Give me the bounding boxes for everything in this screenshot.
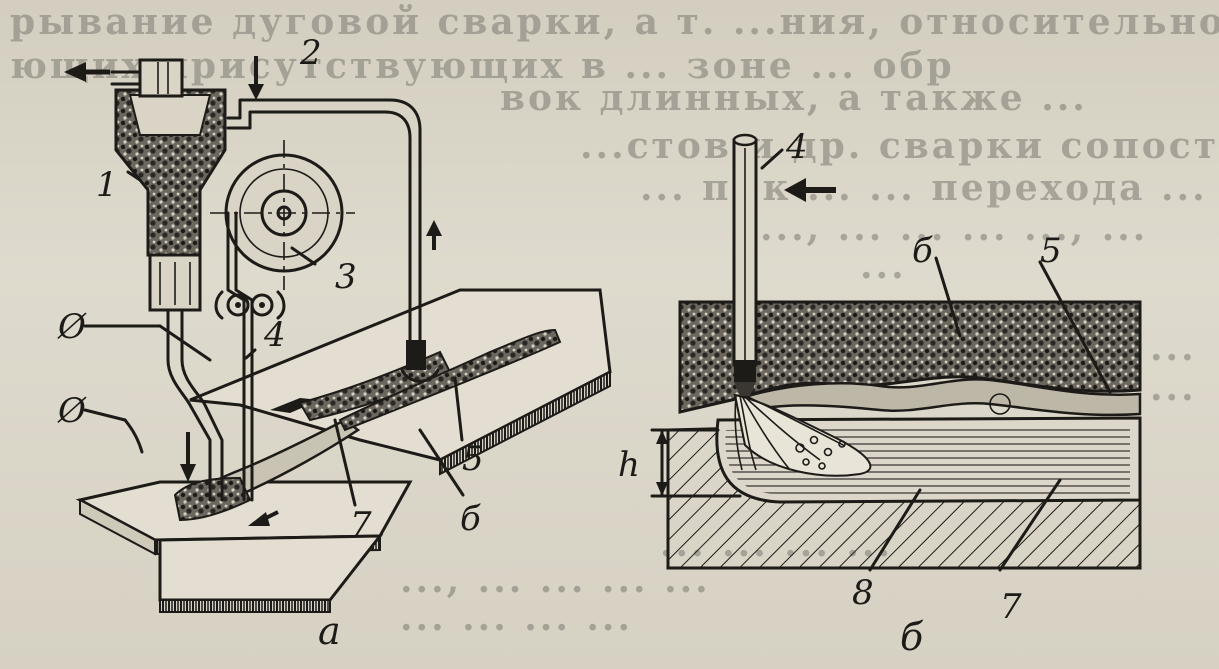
metal-droplets xyxy=(795,393,1011,470)
label-a-5: 5 xyxy=(462,439,484,479)
label-b-4: 4 xyxy=(785,127,808,167)
label-a-6: б xyxy=(460,499,481,539)
label-h: h xyxy=(618,445,640,485)
travel-direction-arrow xyxy=(248,510,279,526)
label-b-6: б xyxy=(912,231,933,271)
slag-crust xyxy=(173,476,252,522)
exhaust-arrow xyxy=(64,62,110,82)
figure-a: Ø Ø 1 2 3 4 5 б 7 а xyxy=(57,33,612,653)
bg-line-1: рывание дуговой сварки, а т. ...ния, отн… xyxy=(10,1,1219,43)
bg-line-9: ... xyxy=(1150,327,1197,369)
ground-cables: Ø Ø xyxy=(57,307,212,454)
figure-b: h 4 5 б 7 8 б xyxy=(618,127,1142,659)
gas-bubble xyxy=(733,393,872,477)
bg-line-5: ... п. к ... ... перехода ... xyxy=(640,167,1208,209)
label-a-4: 4 xyxy=(263,315,286,355)
bg-line-3: вок длинных, а также ... xyxy=(500,77,1088,119)
ground-symbol-bottom: Ø xyxy=(57,391,87,431)
lower-plate xyxy=(75,480,413,613)
ground-symbol-top: Ø xyxy=(57,307,87,347)
label-a-7: 7 xyxy=(350,505,372,545)
caption-a: а xyxy=(318,609,341,653)
molten-slag xyxy=(746,378,1142,417)
label-b-8: 8 xyxy=(852,573,874,613)
label-a-1: 1 xyxy=(96,165,118,205)
label-a-3: 3 xyxy=(335,257,357,297)
bg-line-12: ..., ... ... ... ... xyxy=(400,559,711,601)
flux-flow-arrow xyxy=(180,432,196,482)
flux-hopper xyxy=(110,58,227,312)
electrode-wire xyxy=(732,133,758,396)
caption-b: б xyxy=(900,615,924,659)
wire-reel xyxy=(210,140,355,290)
label-b-5: 5 xyxy=(1040,231,1062,271)
flux-recovery-tube xyxy=(226,56,442,383)
bg-line-6: ..., ... ... ... ..., ... xyxy=(760,207,1148,249)
arc-rays xyxy=(734,395,846,471)
label-a-2: 2 xyxy=(299,33,322,73)
bg-line-4: ...стов и др. сварки сопоставимой xyxy=(580,125,1219,167)
bg-line-7: ... xyxy=(860,245,907,287)
label-b-7: 7 xyxy=(1000,587,1022,627)
flux-blanket xyxy=(678,300,1142,414)
depth-dimension-h: h xyxy=(618,428,742,498)
bg-line-10: ... xyxy=(1150,367,1197,409)
electrode-travel-arrow xyxy=(784,178,836,202)
bg-line-13: ... ... ... ... xyxy=(400,597,633,639)
